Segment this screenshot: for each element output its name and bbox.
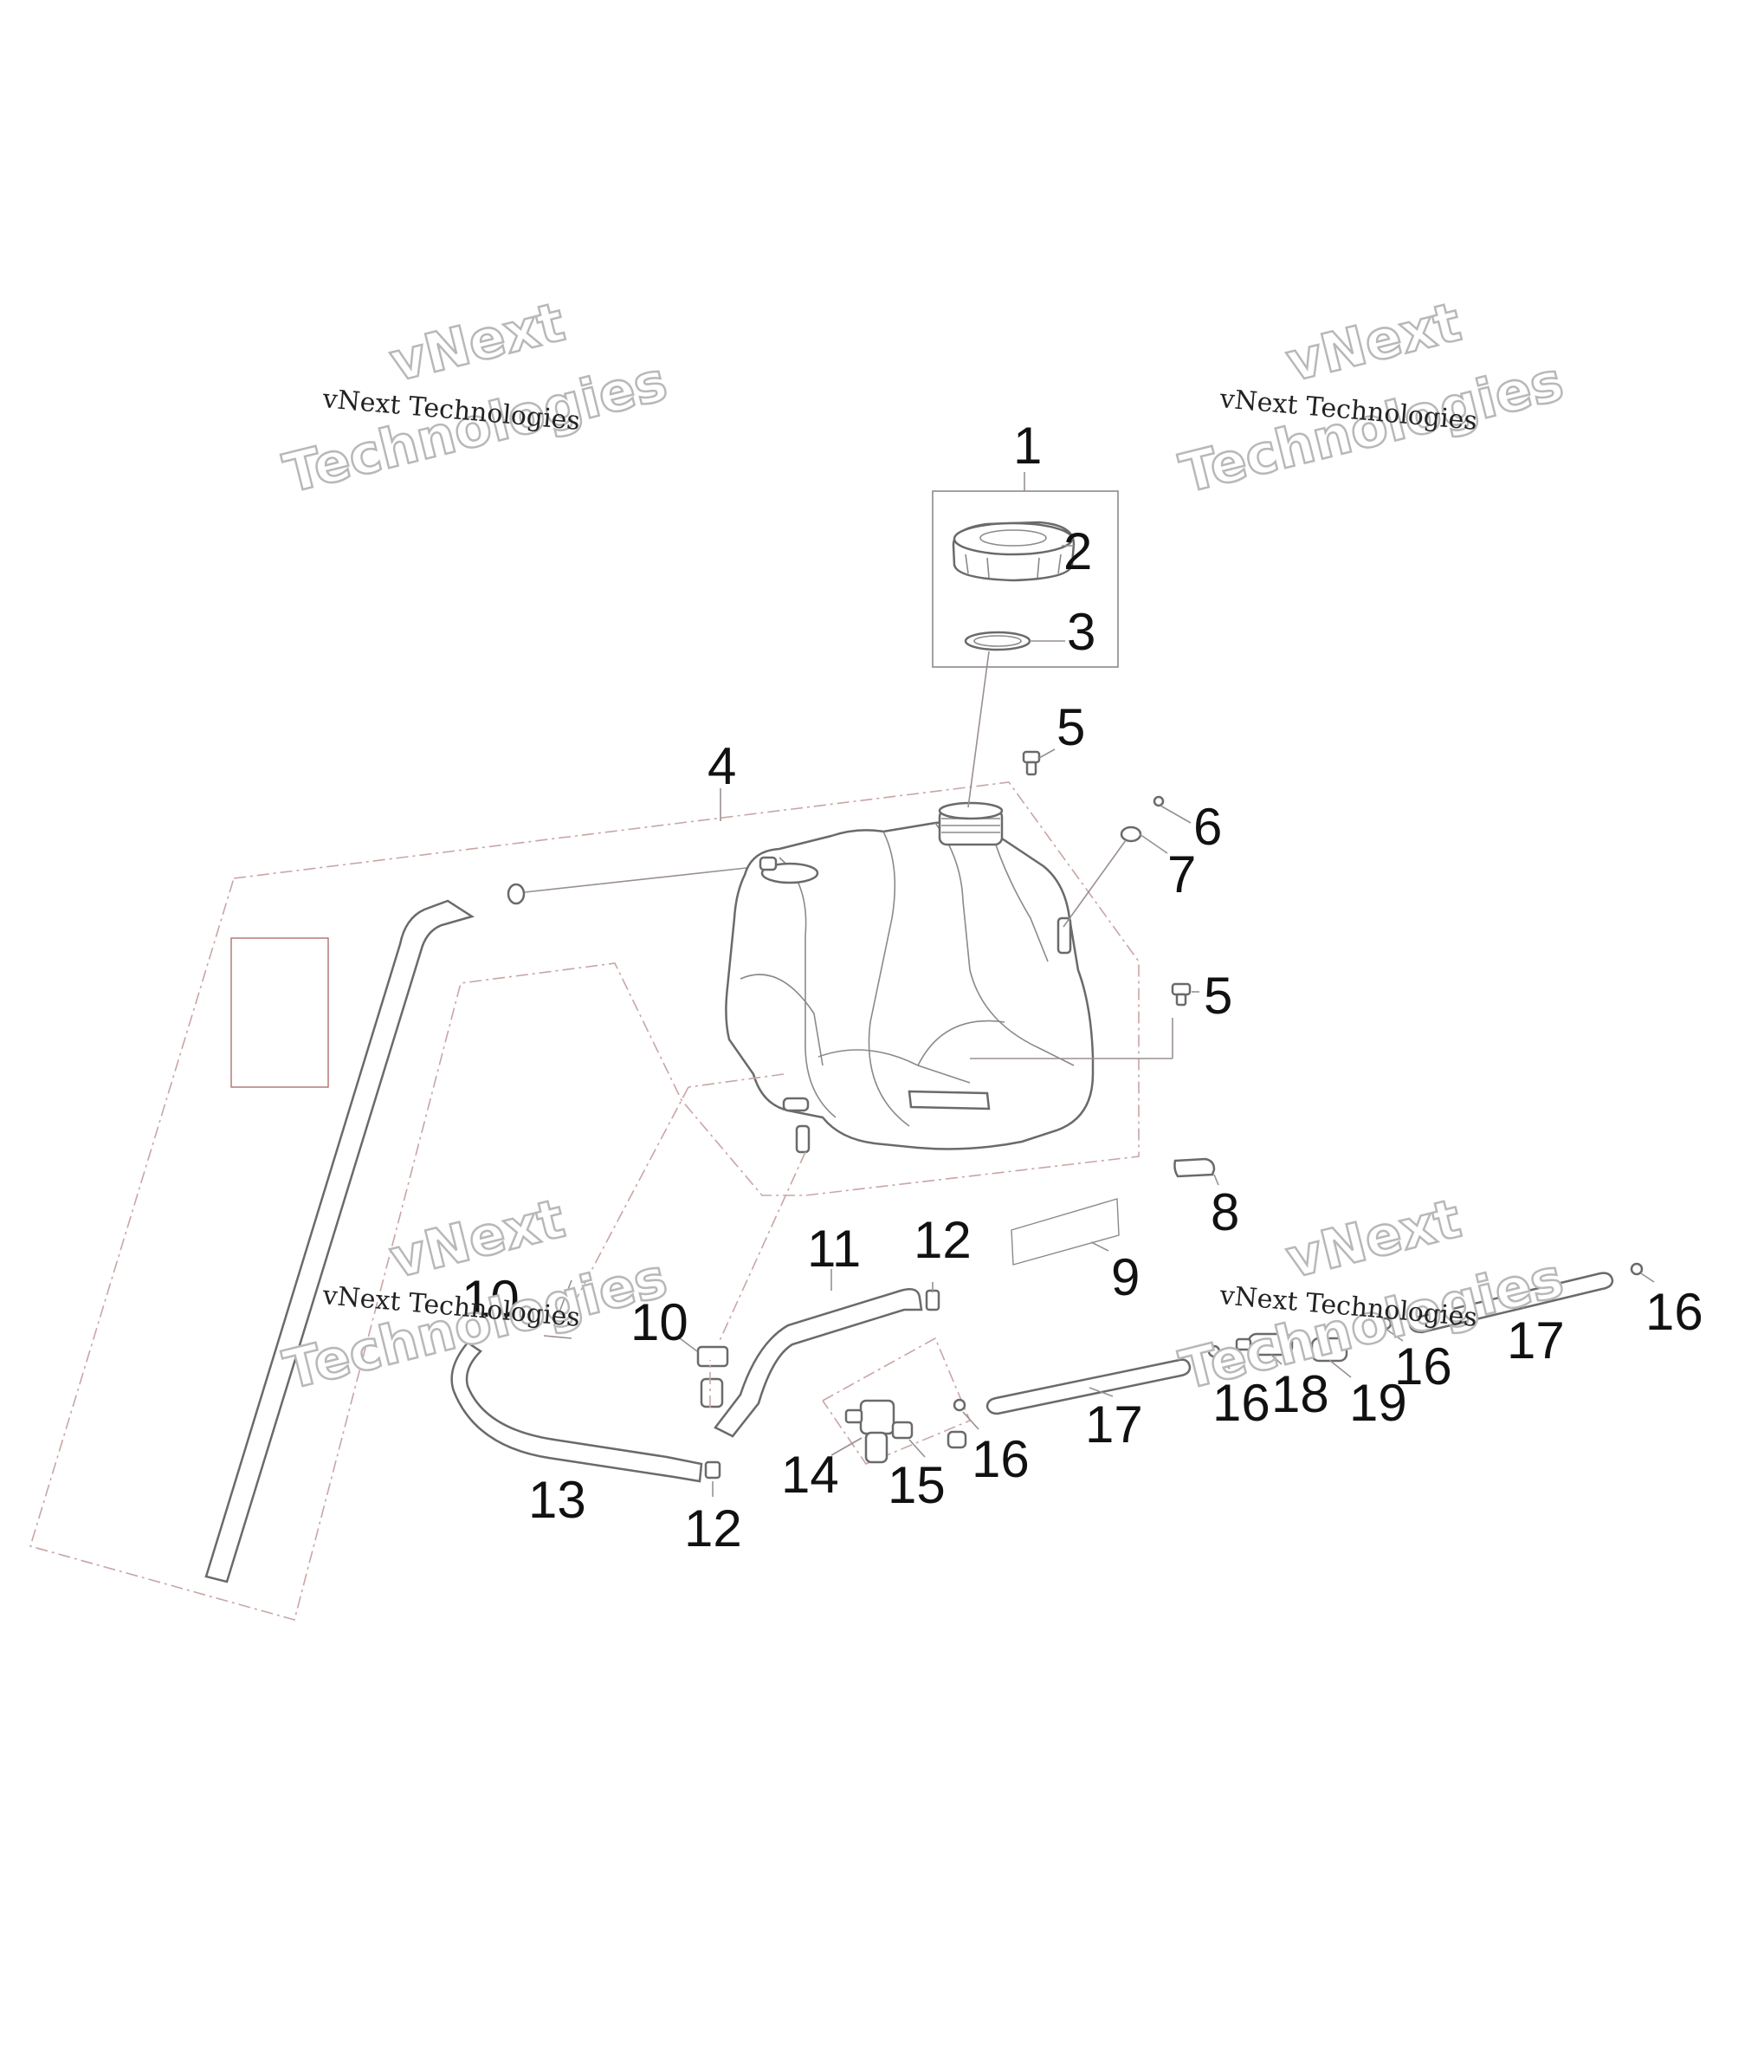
callout-16-b: 16 [1212, 1374, 1270, 1432]
rubber-pad-8 [1173, 1157, 1216, 1178]
callout-1: 1 [1013, 417, 1042, 475]
callout-7: 7 [1167, 845, 1196, 903]
callout-17-middle: 17 [1085, 1395, 1143, 1454]
bolt-5-lower [1171, 982, 1192, 1007]
fuel-line-17-right [1408, 1272, 1614, 1334]
cap-assembly-frame-1 [932, 490, 1119, 668]
clamp-12-lower [704, 1460, 721, 1480]
reference-rectangle [230, 937, 329, 1088]
nut-near-15 [947, 1430, 967, 1449]
callout-6: 6 [1193, 798, 1222, 856]
assembly-outline-4 [29, 781, 1140, 1621]
clamp-16-d [1630, 1262, 1644, 1276]
clamp-10 [696, 1345, 729, 1368]
fuel-tank [725, 801, 1095, 1154]
hose-end-10 [700, 1377, 724, 1408]
callout-18: 18 [1271, 1365, 1329, 1423]
callout-16-c: 16 [1394, 1337, 1452, 1395]
callout-13: 13 [528, 1471, 586, 1529]
callout-11: 11 [807, 1220, 861, 1278]
watermark-top-right: vNext Technologies [1173, 288, 1570, 506]
callout-5-lower: 5 [1204, 967, 1232, 1025]
clamp-16-a [953, 1398, 966, 1412]
callout-2: 2 [1063, 522, 1092, 580]
clamp-12-upper [925, 1289, 940, 1311]
cap-gasket [964, 631, 1031, 651]
callout-17-right: 17 [1507, 1311, 1565, 1369]
callout-15: 15 [888, 1456, 946, 1514]
callout-12-upper: 12 [914, 1211, 972, 1269]
leader-lines [543, 472, 1655, 1497]
callout-19: 19 [1349, 1374, 1407, 1432]
callout-10-left: 10 [462, 1270, 520, 1328]
fuel-cap [952, 521, 1076, 582]
fuel-filter-18 [1235, 1332, 1294, 1357]
callout-10-right: 10 [630, 1293, 688, 1351]
clamp-16-b [1207, 1344, 1221, 1358]
fuel-petcock-14 [844, 1399, 895, 1464]
hose-11 [714, 1288, 923, 1438]
callout-9: 9 [1111, 1248, 1140, 1306]
rubber-strip-9 [1011, 1198, 1120, 1266]
long-vent-hose [204, 899, 475, 1583]
callout-16-a: 16 [972, 1430, 1030, 1488]
callout-3: 3 [1067, 603, 1095, 661]
callout-4: 4 [708, 737, 736, 795]
screw-6 [1153, 795, 1165, 807]
callout-14: 14 [781, 1446, 839, 1504]
callout-16-d: 16 [1645, 1283, 1703, 1341]
callout-labels: 1 2 3 4 5 6 7 5 8 9 11 12 10 10 13 12 14… [462, 417, 1703, 1557]
hose-13 [450, 1341, 703, 1483]
bolt-5-upper [1022, 750, 1041, 776]
washer-7 [1120, 826, 1142, 843]
hose-clamp-top-left [507, 883, 526, 905]
callout-12-lower: 12 [684, 1499, 742, 1557]
callout-8: 8 [1211, 1183, 1239, 1241]
watermark-top-left: vNext Technologies [276, 288, 674, 506]
callout-5-upper: 5 [1056, 698, 1085, 756]
fitting-15 [891, 1421, 914, 1440]
fuel-line-17-middle [985, 1358, 1192, 1415]
